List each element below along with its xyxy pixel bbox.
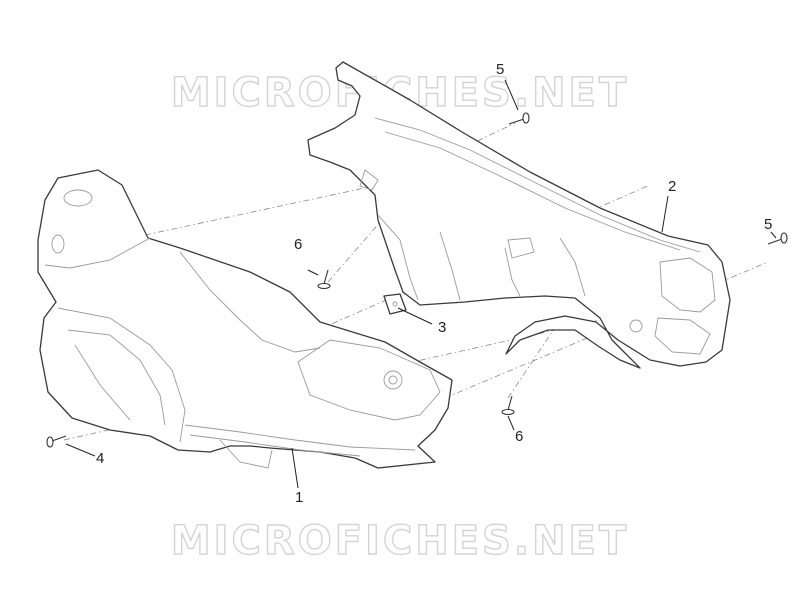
screw-top: [508, 112, 530, 125]
callout-screw-right: 5: [764, 216, 773, 233]
rear-handlebar-cover: [307, 61, 731, 369]
screw-right: [767, 232, 788, 245]
callout-leaders: [65, 79, 777, 489]
screw-bottom: [501, 395, 515, 416]
front-handlebar-cover: [37, 169, 453, 469]
callout-front-cover: 1: [295, 489, 304, 506]
callout-screw-center: 6: [294, 236, 303, 253]
watermark-bottom: MICROFICHES.NET: [170, 517, 630, 564]
callout-screw-bottom: 6: [515, 428, 524, 445]
screw-left: [46, 435, 67, 448]
clip-part: [383, 293, 407, 315]
callout-rear-cover: 2: [668, 178, 677, 195]
callout-screw-left: 4: [96, 450, 105, 467]
screw-center: [317, 269, 331, 290]
callout-clip: 3: [438, 319, 447, 336]
callout-screw-top: 5: [496, 61, 505, 78]
